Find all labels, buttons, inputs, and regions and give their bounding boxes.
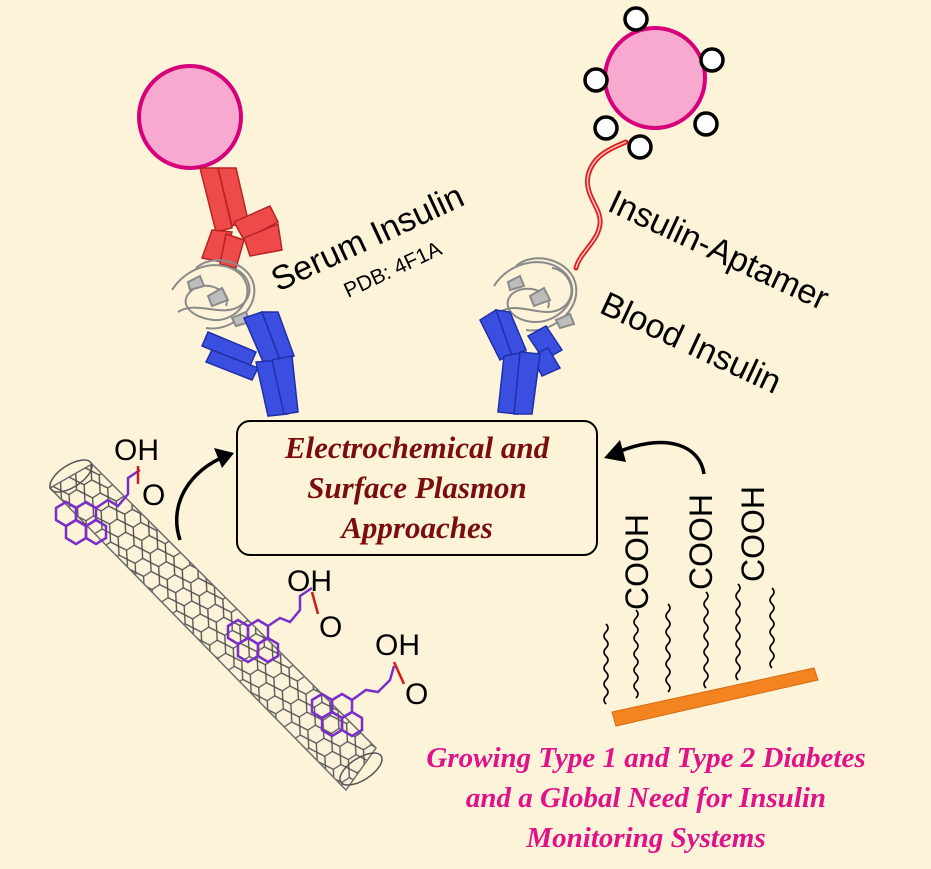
approaches-line-3: Approaches	[341, 510, 493, 545]
approaches-line-1: Electrochemical and	[284, 430, 550, 465]
arrow-left	[174, 454, 227, 541]
caption-line-2: and a Global Need for Insulin	[465, 782, 827, 814]
serum-insulin-assembly	[137, 64, 299, 417]
secondary-antibody-red	[199, 167, 283, 269]
approaches-line-2: Surface Plasmon	[307, 470, 527, 505]
carbon-nanotube	[48, 459, 383, 792]
aptamer-assembly	[479, 6, 725, 415]
caption-line-1: Growing Type 1 and Type 2 Diabetes	[426, 742, 866, 774]
pyrene-linker-1	[54, 468, 141, 546]
blood-insulin-label: Blood Insulin	[595, 285, 788, 402]
capture-antibody-left	[201, 311, 299, 417]
capture-antibody-right	[479, 308, 564, 415]
nanoparticle-right	[603, 26, 707, 130]
gold-substrate	[611, 667, 819, 727]
o-label-1: O	[142, 479, 165, 512]
oh-label-1: OH	[114, 434, 159, 467]
oh-label-3: OH	[375, 629, 420, 662]
cooh-label-3: COOH	[735, 486, 771, 582]
caption: Growing Type 1 and Type 2 Diabetes and a…	[362, 738, 930, 858]
arrow-right	[617, 440, 706, 475]
nanoparticle-left	[137, 64, 243, 170]
approaches-box: Electrochemical and Surface Plasmon Appr…	[236, 420, 598, 556]
arrow-left-head	[214, 448, 234, 468]
caption-line-3: Monitoring Systems	[526, 822, 766, 854]
pyrene-linker-2	[226, 586, 313, 664]
insulin-protein-left	[171, 259, 256, 330]
thiol-chains	[603, 583, 775, 705]
cooh-label-1: COOH	[619, 514, 655, 610]
oh-label-2: OH	[287, 565, 332, 598]
o-label-3: O	[405, 678, 428, 711]
insulin-protein-right	[493, 257, 578, 332]
arrow-right-head	[604, 440, 626, 462]
cooh-label-2: COOH	[683, 494, 719, 590]
carbonyl-bonds	[136, 466, 406, 685]
pyrene-linker-3	[310, 665, 396, 738]
o-label-2: O	[319, 611, 342, 644]
nanoparticle-ligands	[583, 6, 725, 160]
